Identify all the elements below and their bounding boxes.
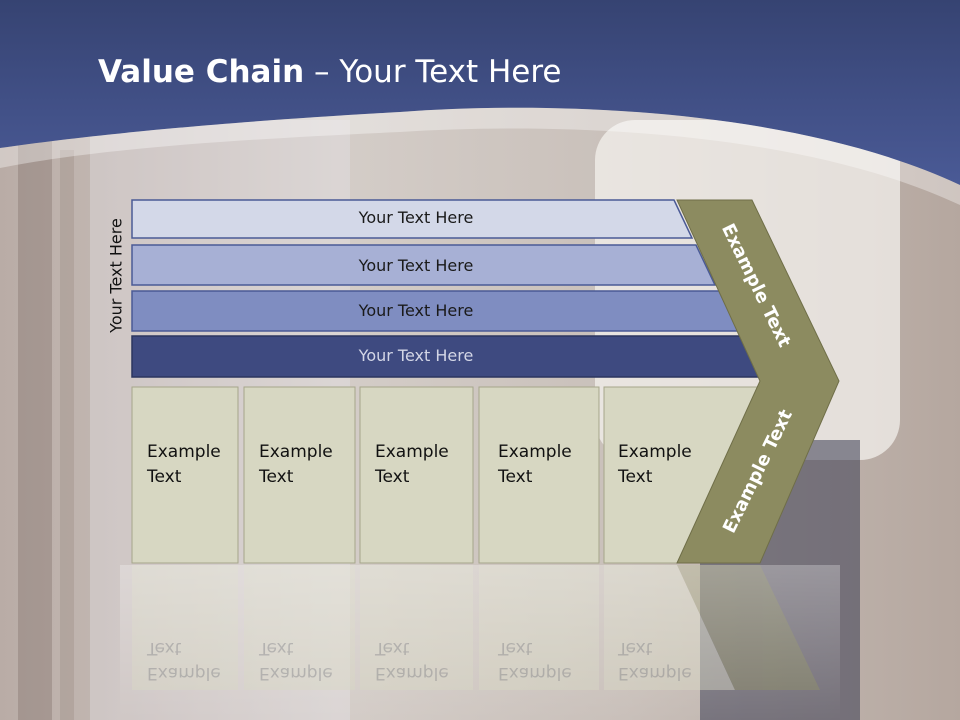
box-reflection-4: Example Text <box>498 635 572 685</box>
box-label-5-line1: Example <box>618 442 692 462</box>
activity-box-3 <box>359 386 474 564</box>
box-reflection-4-line2: Text <box>498 638 533 658</box>
title-bold: Value Chain <box>98 54 305 90</box>
tree-trunk-left-2 <box>60 150 74 720</box>
box-reflection-3: Example Text <box>375 635 449 685</box>
box-label-2-line2: Text <box>259 467 294 487</box>
box-label-2-line1: Example <box>259 442 333 462</box>
activity-box-2 <box>243 386 356 564</box>
bar-label-4: Your Text Here <box>358 346 474 365</box>
title-rest: – Your Text Here <box>314 54 562 90</box>
bar-label-1: Your Text Here <box>358 208 474 227</box>
bar-label-3: Your Text Here <box>358 301 474 320</box>
box-label-3-line2: Text <box>375 467 410 487</box>
box-reflection-2-line2: Text <box>259 638 294 658</box>
box-reflection-5: Example Text <box>618 635 692 685</box>
margin-chevron <box>676 199 840 564</box>
box-label-4-line2: Text <box>498 467 533 487</box>
header-curve-highlight <box>0 107 960 205</box>
box-label-5: Example Text <box>618 440 692 490</box>
box-reflection-1-line2: Text <box>147 638 182 658</box>
box-label-1-line2: Text <box>147 467 182 487</box>
box-label-2: Example Text <box>259 440 333 490</box>
box-label-1-line1: Example <box>147 442 221 462</box>
box-label-3-line1: Example <box>375 442 449 462</box>
box-reflection-4-line1: Example <box>498 663 572 683</box>
box-reflection-2: Example Text <box>259 635 333 685</box>
side-label: Your Text Here <box>106 218 126 333</box>
box-label-3: Example Text <box>375 440 449 490</box>
box-reflection-5-line1: Example <box>618 663 692 683</box>
box-reflection-3-line2: Text <box>375 638 410 658</box>
box-reflection-2-line1: Example <box>259 663 333 683</box>
box-reflection-1: Example Text <box>147 635 221 685</box>
header-band <box>0 0 960 185</box>
reflection-fade <box>120 565 840 720</box>
box-reflection-5-line2: Text <box>618 638 653 658</box>
activity-box-4 <box>478 386 600 564</box>
box-label-5-line2: Text <box>618 467 653 487</box>
tree-trunk-left <box>18 120 52 720</box>
box-reflection-3-line1: Example <box>375 663 449 683</box>
value-bar-1 <box>131 199 694 239</box>
bar-label-2: Your Text Here <box>358 256 474 275</box>
box-label-1: Example Text <box>147 440 221 490</box>
box-label-4: Example Text <box>498 440 572 490</box>
box-reflection-1-line1: Example <box>147 663 221 683</box>
activity-box-1 <box>131 386 239 564</box>
box-label-4-line1: Example <box>498 442 572 462</box>
page-title: Value Chain – Your Text Here <box>98 54 562 90</box>
value-bar-2 <box>131 244 717 286</box>
